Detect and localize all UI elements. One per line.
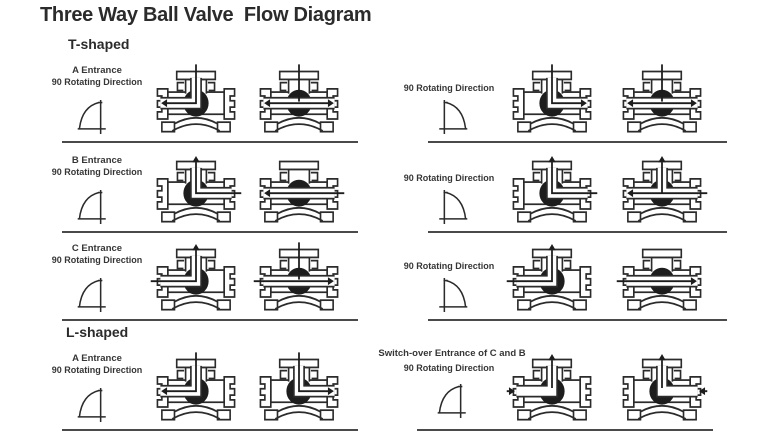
row-baseline bbox=[62, 428, 358, 431]
rotation-label: 90 Rotating Direction bbox=[403, 83, 495, 93]
entrance-label: B Entrance bbox=[71, 155, 123, 166]
quarter-turn-arc-icon bbox=[76, 97, 110, 142]
valve-diagram bbox=[506, 62, 598, 143]
section-heading-t-shaped: T-shaped bbox=[68, 36, 130, 52]
quarter-turn-arc-icon bbox=[76, 275, 110, 320]
valve-diagram bbox=[616, 62, 708, 143]
row-baseline bbox=[428, 318, 727, 321]
quarter-turn-arc-icon bbox=[76, 385, 110, 430]
valve-diagram bbox=[150, 152, 242, 233]
rotation-label: 90 Rotating Direction bbox=[403, 173, 495, 183]
valve-diagram bbox=[506, 240, 598, 321]
page-title: Three Way Ball Valve Flow Diagram bbox=[40, 4, 372, 26]
quarter-turn-arc-icon bbox=[435, 97, 469, 142]
entrance-label: A Entrance bbox=[72, 65, 122, 76]
valve-diagram bbox=[253, 152, 345, 233]
valve-diagram bbox=[253, 240, 345, 321]
row-baseline bbox=[62, 230, 358, 233]
row-baseline bbox=[428, 140, 727, 143]
rotation-label: 90 Rotating Direction bbox=[51, 166, 143, 177]
rotation-label: 90 Rotating Direction bbox=[403, 363, 495, 373]
entrance-label: C Entrance bbox=[71, 243, 123, 254]
valve-diagram bbox=[616, 240, 708, 321]
valve-diagram bbox=[616, 152, 708, 233]
valve-diagram bbox=[506, 350, 598, 431]
rotation-label: 90 Rotating Direction bbox=[51, 364, 143, 375]
valve-diagram bbox=[253, 350, 345, 431]
valve-diagram bbox=[150, 350, 242, 431]
quarter-turn-arc-icon bbox=[435, 187, 469, 232]
rotation-label: 90 Rotating Direction bbox=[51, 254, 143, 265]
row-baseline bbox=[428, 230, 727, 233]
valve-diagram bbox=[253, 62, 345, 143]
quarter-turn-arc-icon bbox=[436, 381, 470, 426]
valve-diagram bbox=[506, 152, 598, 233]
valve-diagram bbox=[150, 62, 242, 143]
rotation-label: 90 Rotating Direction bbox=[51, 76, 143, 87]
rotation-label: 90 Rotating Direction bbox=[403, 261, 495, 271]
row-baseline bbox=[417, 428, 713, 431]
quarter-turn-arc-icon bbox=[435, 275, 469, 320]
valve-diagram bbox=[616, 350, 708, 431]
entrance-label: A Entrance bbox=[72, 353, 122, 364]
entrance-label: Switch-over Entrance of C and B bbox=[378, 348, 526, 359]
valve-diagram bbox=[150, 240, 242, 321]
section-heading-l-shaped: L-shaped bbox=[66, 324, 129, 340]
row-baseline bbox=[62, 140, 358, 143]
row-baseline bbox=[62, 318, 358, 321]
quarter-turn-arc-icon bbox=[76, 187, 110, 232]
